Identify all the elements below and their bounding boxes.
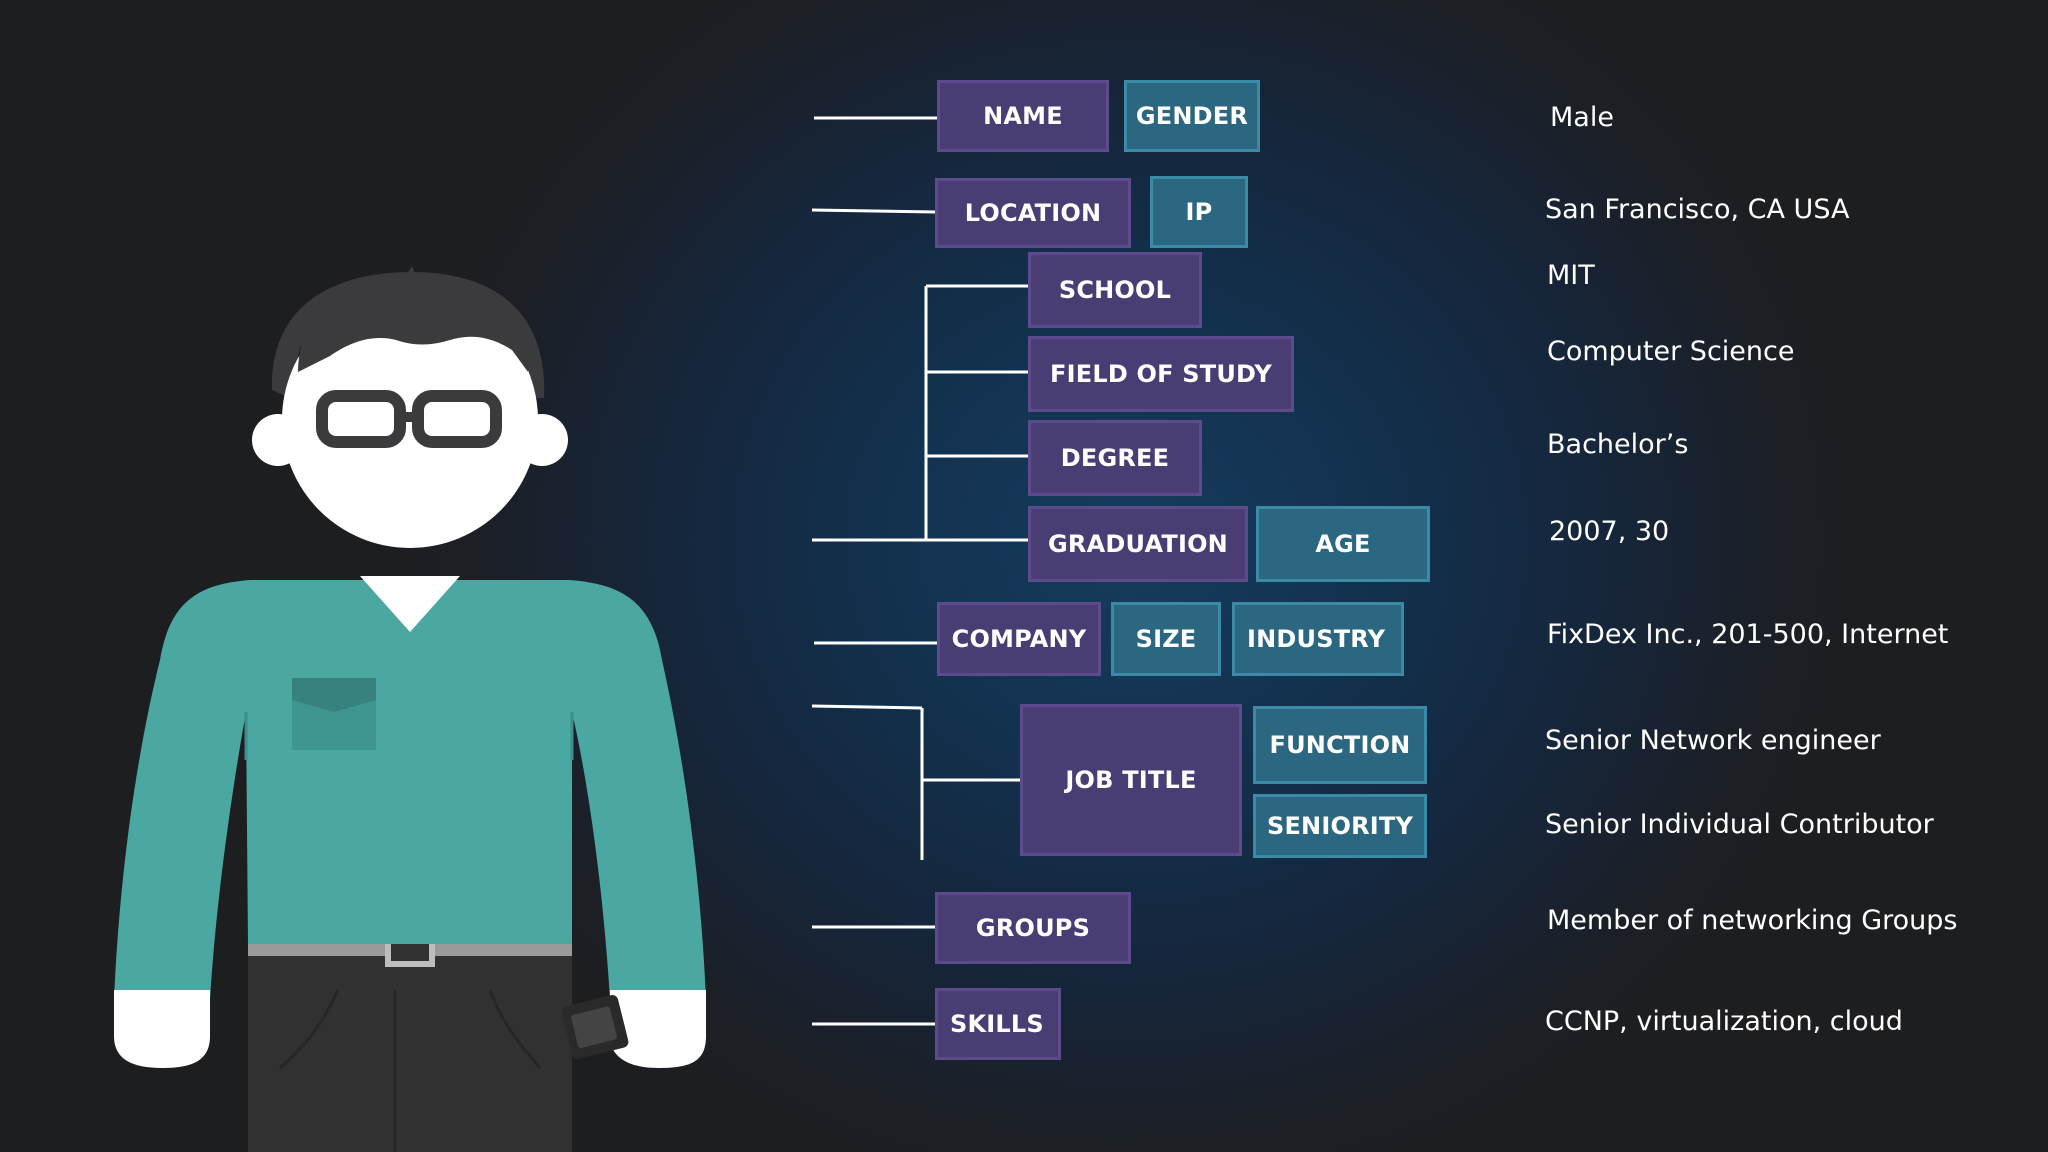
field-of-study-box: FIELD OF STUDY [1028,336,1294,412]
field-of-study-value: Computer Science [1547,336,1795,367]
function-value: Senior Network engineer [1545,725,1881,756]
school-box: SCHOOL [1028,252,1202,328]
ip-box: IP [1150,176,1248,248]
seniority-value: Senior Individual Contributor [1545,809,1934,840]
skills-value: CCNP, virtualization, cloud [1545,1006,1903,1037]
gender-box: GENDER [1124,80,1260,152]
company-box: COMPANY [937,602,1101,676]
location-box: LOCATION [935,178,1131,248]
size-box: SIZE [1111,602,1221,676]
graduation-age-value: 2007, 30 [1549,516,1670,547]
degree-value: Bachelor’s [1547,429,1689,460]
graduation-box: GRADUATION [1028,506,1248,582]
seniority-box: SENIORITY [1253,794,1427,858]
degree-box: DEGREE [1028,420,1202,496]
person-illustration-icon [114,266,706,1152]
location-value: San Francisco, CA USA [1545,194,1850,225]
name-box: NAME [937,80,1109,152]
school-value: MIT [1547,260,1595,291]
job-title-box: JOB TITLE [1020,704,1242,856]
function-box: FUNCTION [1253,706,1427,784]
age-box: AGE [1256,506,1430,582]
industry-box: INDUSTRY [1232,602,1404,676]
gender-value: Male [1550,102,1614,133]
groups-box: GROUPS [935,892,1131,964]
phone-icon [561,995,629,1059]
company-value: FixDex Inc., 201-500, Internet [1547,619,1949,650]
skills-box: SKILLS [935,988,1061,1060]
groups-value: Member of networking Groups [1547,905,1958,936]
